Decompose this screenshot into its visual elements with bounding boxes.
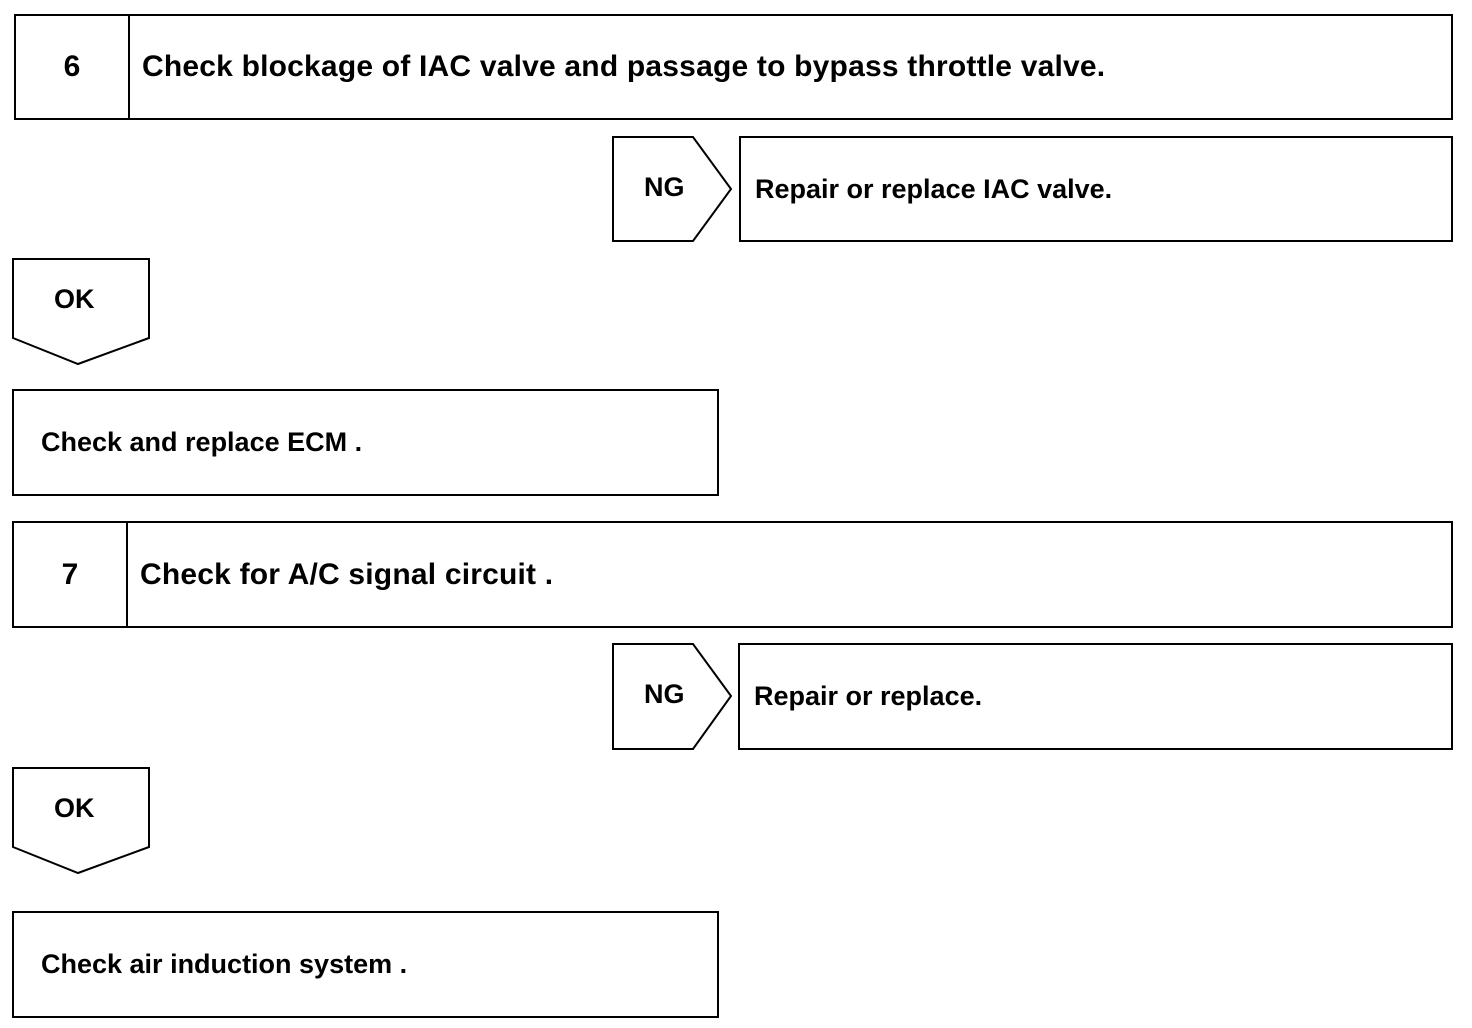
ok-action-box-2: Check air induction system . (12, 911, 719, 1018)
ng-arrow-2: NG (612, 643, 734, 750)
ng-label: NG (644, 172, 685, 202)
ok-action-text: Check and replace ECM . (41, 427, 363, 457)
ok-arrow-shape (12, 767, 150, 875)
step-6-box: 6 Check blockage of IAC valve and passag… (14, 14, 1453, 120)
ok-arrow-1: OK (12, 258, 150, 366)
step-number: 6 (16, 16, 130, 118)
ok-label: OK (54, 284, 95, 314)
step-number: 7 (14, 523, 128, 626)
ng-label: NG (644, 679, 685, 709)
ng-action-box-2: Repair or replace. (738, 643, 1453, 750)
ng-arrow-shape (612, 136, 733, 242)
ng-arrow-shape (612, 643, 733, 750)
ng-action-text: Repair or replace IAC valve. (755, 174, 1113, 204)
ok-arrow-shape (12, 258, 150, 366)
ng-action-box-1: Repair or replace IAC valve. (739, 136, 1453, 242)
step-text: Check blockage of IAC valve and passage … (142, 50, 1106, 83)
ok-action-text: Check air induction system . (41, 949, 408, 979)
step-7-box: 7 Check for A/C signal circuit . (12, 521, 1453, 628)
ok-arrow-2: OK (12, 767, 150, 875)
ng-action-text: Repair or replace. (754, 681, 983, 711)
ok-action-box-1: Check and replace ECM . (12, 389, 719, 496)
step-text: Check for A/C signal circuit . (140, 557, 554, 591)
ng-arrow-1: NG (612, 136, 734, 242)
ok-label: OK (54, 793, 95, 823)
